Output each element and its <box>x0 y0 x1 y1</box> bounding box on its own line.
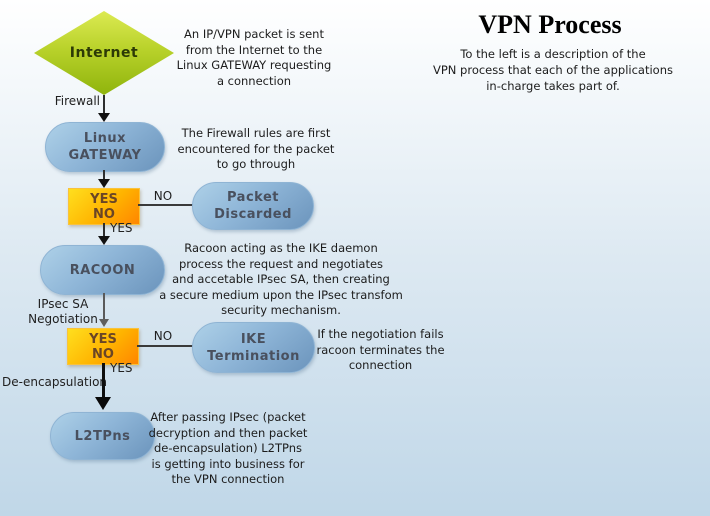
desc-racoon-ike: Racoon acting as the IKE daemon process … <box>159 241 403 317</box>
node-packet-discarded: Packet Discarded <box>192 182 314 230</box>
page-title: VPN Process <box>478 10 622 39</box>
edge-label-no-2: NO <box>153 329 173 343</box>
node-decision-negotiation: YES NO <box>67 328 139 365</box>
connector-decision1-racoon <box>103 223 105 237</box>
page-subtitle: To the left is a description of the VPN … <box>432 47 673 93</box>
node-internet: Internet <box>34 11 174 95</box>
edge-label-no-1: NO <box>153 189 173 203</box>
desc-internet-to-gateway: An IP/VPN packet is sent from the Intern… <box>176 27 332 88</box>
arrowhead-internet-gateway <box>98 113 110 122</box>
arrowhead-decision2-l2tpns <box>95 397 111 410</box>
connector-decision1-discarded <box>138 204 194 206</box>
node-decision-firewall: YES NO <box>68 188 140 225</box>
edge-label-ipsec-sa-negotiation: IPsec SA Negotiation <box>28 297 98 326</box>
node-internet-label: Internet <box>69 45 139 61</box>
connector-decision2-ike <box>137 345 195 347</box>
edge-label-yes-1: YES <box>110 221 133 235</box>
node-l2tpns: L2TPns <box>50 412 155 460</box>
arrowhead-decision1-racoon <box>98 236 110 245</box>
connector-decision2-l2tpns <box>102 363 105 398</box>
node-ike-termination: IKE Termination <box>192 322 315 373</box>
arrowhead-racoon-decision2 <box>99 319 109 327</box>
connector-internet-gateway <box>103 95 105 113</box>
edge-label-firewall: Firewall <box>54 94 100 108</box>
node-racoon: RACOON <box>40 245 165 295</box>
connector-racoon-decision2 <box>103 293 105 320</box>
desc-ike-termination: If the negotiation fails racoon terminat… <box>316 327 445 372</box>
edge-label-de-encapsulation: De-encapsulation <box>2 375 108 389</box>
desc-l2tpns: After passing IPsec (packet decryption a… <box>148 410 308 486</box>
arrowhead-gateway-decision1 <box>98 179 110 188</box>
connector-gateway-decision1 <box>103 170 105 180</box>
desc-firewall-rules: The Firewall rules are first encountered… <box>177 126 335 171</box>
node-linux-gateway: Linux GATEWAY <box>45 122 165 172</box>
edge-label-yes-2: YES <box>110 361 133 375</box>
